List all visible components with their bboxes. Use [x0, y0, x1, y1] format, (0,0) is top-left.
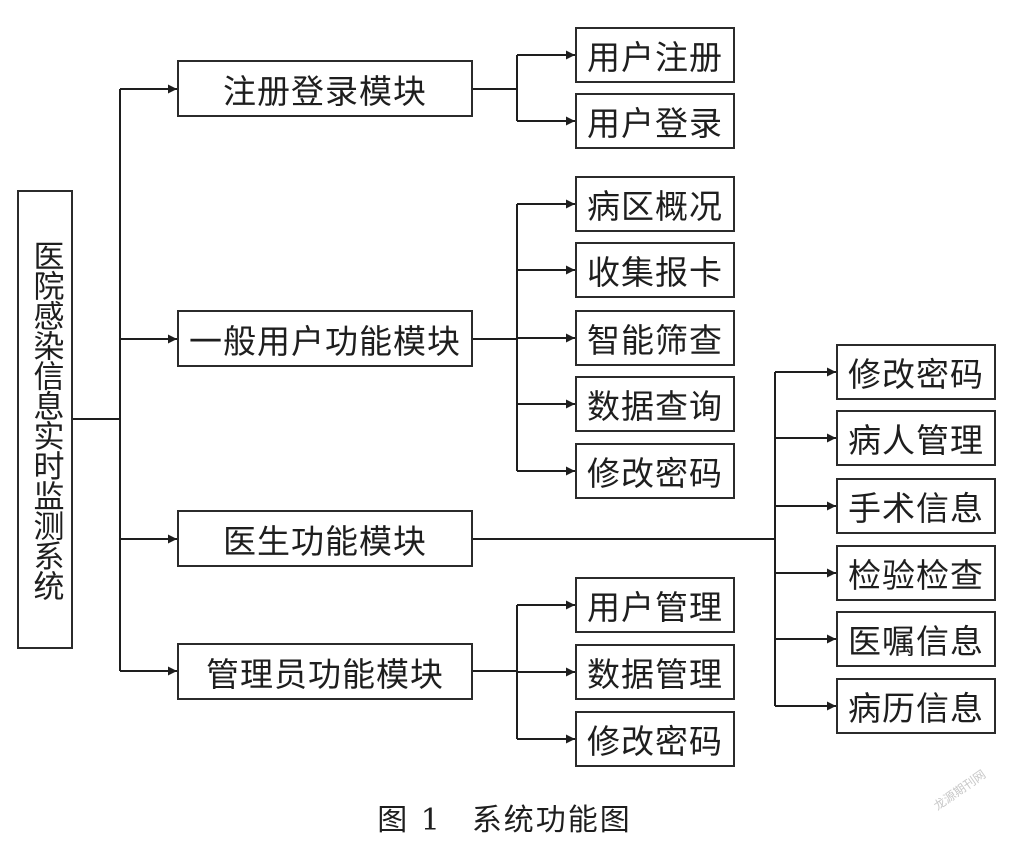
module-register-login: 注册登录模块: [177, 60, 473, 117]
module-label: 医生功能模块: [223, 521, 427, 561]
module-doctor: 医生功能模块: [177, 510, 473, 567]
leaf-label: 检验检查: [848, 556, 984, 595]
leaf-label: 用户管理: [587, 588, 723, 627]
leaf-node: 病历信息: [836, 678, 996, 734]
module-label: 管理员功能模块: [206, 654, 444, 694]
module-general-user: 一般用户功能模块: [177, 310, 473, 367]
leaf-node: 病人管理: [836, 410, 996, 466]
figure-caption: 图 1 系统功能图: [0, 795, 1009, 839]
leaf-node: 修改密码: [575, 711, 735, 767]
leaf-node: 用户注册: [575, 27, 735, 83]
leaf-node: 医嘱信息: [836, 611, 996, 667]
module-admin: 管理员功能模块: [177, 643, 473, 700]
leaf-label: 病区概况: [587, 187, 723, 226]
leaf-label: 用户登录: [587, 104, 723, 143]
leaf-label: 数据管理: [587, 655, 723, 694]
leaf-node: 用户管理: [575, 577, 735, 633]
root-label: 医院感染信息实时监测系统: [27, 239, 64, 600]
leaf-label: 修改密码: [848, 355, 984, 394]
leaf-label: 修改密码: [587, 722, 723, 761]
leaf-label: 用户注册: [587, 38, 723, 77]
figure-title: 系统功能图: [471, 803, 632, 838]
leaf-node: 病区概况: [575, 176, 735, 232]
leaf-label: 智能筛查: [587, 321, 723, 360]
leaf-node: 检验检查: [836, 545, 996, 601]
leaf-node: 用户登录: [575, 93, 735, 149]
module-label: 注册登录模块: [223, 71, 427, 111]
leaf-node: 数据管理: [575, 644, 735, 700]
leaf-node: 手术信息: [836, 478, 996, 534]
leaf-node: 修改密码: [836, 344, 996, 400]
leaf-label: 病人管理: [848, 421, 984, 460]
figure-number: 图 1: [377, 803, 442, 838]
leaf-node: 智能筛查: [575, 310, 735, 366]
leaf-label: 数据查询: [587, 387, 723, 426]
root-node: 医院感染信息实时监测系统: [17, 190, 73, 649]
leaf-node: 修改密码: [575, 443, 735, 499]
leaf-node: 收集报卡: [575, 242, 735, 298]
leaf-label: 收集报卡: [587, 253, 723, 292]
leaf-label: 医嘱信息: [848, 622, 984, 661]
module-label: 一般用户功能模块: [189, 321, 461, 361]
leaf-label: 病历信息: [848, 689, 984, 728]
leaf-node: 数据查询: [575, 376, 735, 432]
leaf-label: 修改密码: [587, 454, 723, 493]
leaf-label: 手术信息: [848, 489, 984, 528]
